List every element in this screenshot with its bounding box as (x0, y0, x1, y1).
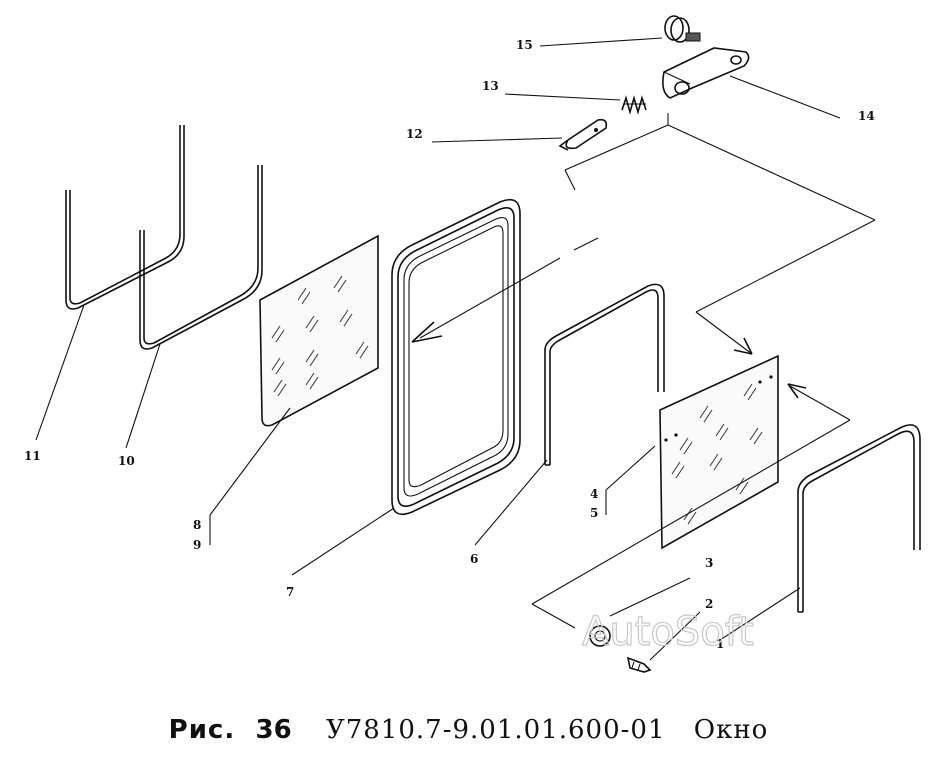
callout-labels: 11 10 8 9 7 6 4 5 3 2 1 15 13 12 14 (24, 38, 875, 651)
callout-7: 7 (286, 585, 294, 599)
callout-6: 6 (470, 552, 478, 566)
assembly-arrow-to-seal (411, 237, 599, 343)
figure-label: Рис. (168, 715, 236, 745)
part-10-channel (139, 165, 263, 350)
part-7-seal-frame (391, 198, 521, 516)
callout-10: 10 (118, 454, 135, 468)
callout-2: 2 (705, 597, 713, 611)
figure-caption: Рис. 36 У7810.7-9.01.01.600-01 Окно (0, 715, 937, 745)
part-6-channel (544, 283, 665, 466)
callout-5: 5 (590, 506, 598, 520)
glass-hatching (271, 275, 369, 397)
part-12-pin (558, 118, 608, 151)
mounting-holes (664, 375, 773, 442)
part-15-knob (664, 15, 701, 43)
callout-14: 14 (858, 109, 875, 123)
callout-11: 11 (24, 449, 41, 463)
callout-9: 9 (193, 538, 201, 552)
callout-1: 1 (716, 637, 724, 651)
callout-8: 8 (193, 518, 201, 532)
callout-15: 15 (516, 38, 533, 52)
callout-13: 13 (482, 79, 499, 93)
assembly-leader-lines (531, 113, 876, 629)
part-2-screw (626, 656, 652, 673)
part-14-bracket (662, 47, 750, 99)
callout-4: 4 (590, 487, 598, 501)
part-4-glass-pane (659, 354, 779, 550)
part-11-channel (65, 125, 185, 310)
callout-12: 12 (406, 127, 423, 141)
part-8-glass-pane (259, 234, 379, 427)
part-3-clip (589, 625, 611, 647)
figure-number: 36 (255, 715, 292, 745)
autosoft-watermark: AutoSoft (582, 609, 754, 655)
part-1-channel (797, 424, 921, 613)
part-13-spring (621, 95, 647, 115)
callout-3: 3 (705, 556, 713, 570)
part-code: У7810.7-9.01.01.600-01 (325, 715, 666, 745)
figure-title: Окно (693, 715, 769, 745)
callout-leaders (35, 37, 841, 661)
